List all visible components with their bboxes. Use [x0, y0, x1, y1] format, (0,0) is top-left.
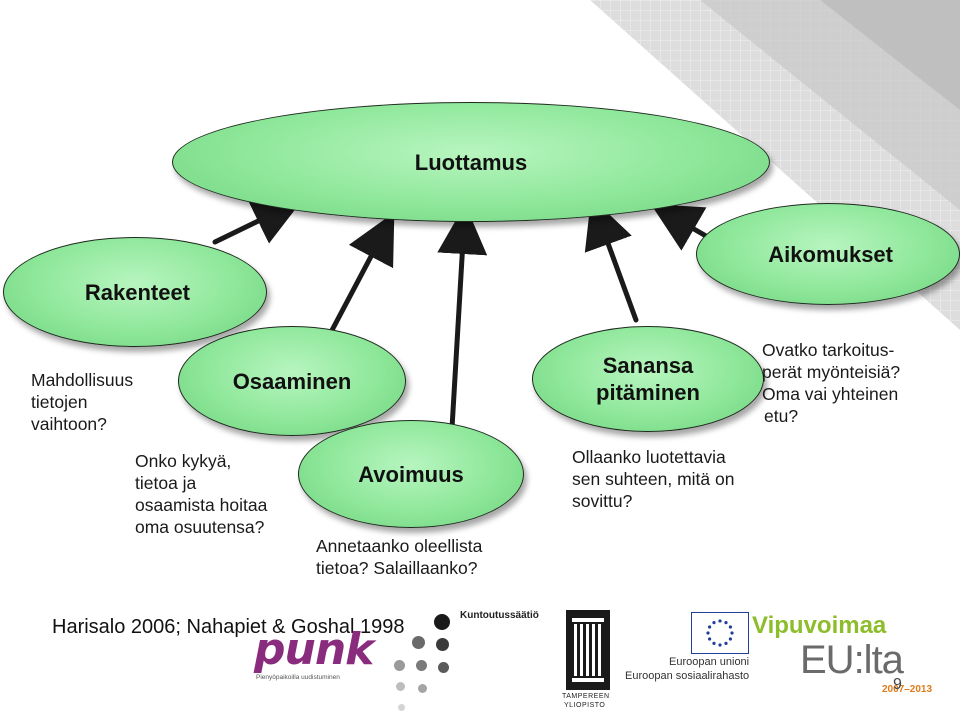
- node-aikomukset: Aikomukset: [696, 203, 960, 305]
- node-luottamus: Luottamus: [172, 102, 770, 222]
- tampere-university-logo: TAMPEREEN YLIOPISTO: [562, 610, 614, 710]
- node-sananse-label-line2: pitäminen: [596, 380, 700, 405]
- caption-line: oma osuutensa?: [135, 517, 265, 537]
- caption-line: Ollaanko luotettavia: [572, 447, 726, 467]
- caption-line: etu?: [764, 406, 799, 426]
- node-avoimuus: Avoimuus: [298, 420, 524, 528]
- eu-line2: Euroopan sosiaalirahasto: [625, 670, 750, 682]
- caption-line: sovittu?: [572, 491, 633, 511]
- arrow-avoimuus: [437, 204, 488, 431]
- logo-dot: [418, 684, 427, 693]
- caption-aikomukset: Ovatko tarkoitus- perät myönteisiä? Oma …: [762, 339, 900, 427]
- eulta-word: EU:lta: [800, 638, 904, 682]
- caption-line: tietoa? Salaillaanko?: [316, 558, 478, 578]
- caption-sananse: Ollaanko luotettavia sen suhteen, mitä o…: [572, 446, 734, 512]
- caption-line: perät myönteisiä?: [762, 362, 901, 382]
- vipuvoimaa-logo: Vipuvoimaa EU:lta 2007–2013: [752, 612, 942, 702]
- logo-dot: [436, 638, 449, 651]
- logo-dot: [434, 614, 450, 630]
- kuntoutussaatio-wordmark: Kuntoutussäätiö: [460, 610, 539, 621]
- arrow-osaaminen: [327, 212, 395, 337]
- tampere-line2: YLIOPISTO: [564, 702, 606, 709]
- arrow-sananse: [584, 197, 639, 323]
- logo-dot: [438, 662, 449, 673]
- caption-line: Ovatko tarkoitus-: [762, 340, 895, 360]
- caption-osaaminen: Onko kykyä, tietoa ja osaamista hoitaa o…: [135, 450, 267, 538]
- caption-line: Mahdollisuus: [31, 370, 134, 390]
- caption-line: vaihtoon?: [31, 414, 107, 434]
- logo-dot: [416, 660, 427, 671]
- caption-line: Oma vai yhteinen: [762, 384, 899, 404]
- caption-line: Annetaanko oleellista: [316, 536, 483, 556]
- logo-dot: [398, 704, 405, 711]
- eu-logo: Euroopan unioni Euroopan sosiaalirahasto: [625, 612, 749, 682]
- node-sananse-pitaminen: Sanansa pitäminen: [532, 326, 764, 432]
- years-label: 2007–2013: [882, 684, 933, 695]
- node-sananse-label-line1: Sanansa: [602, 353, 694, 378]
- logo-dot: [394, 660, 405, 671]
- caption-line: tietoa ja: [135, 473, 197, 493]
- punk-logo: punk Pienyöpaikoilla uudistuminen: [254, 624, 374, 686]
- node-aikomukset-label: Aikomukset: [768, 241, 893, 267]
- caption-line: tietojen: [31, 392, 88, 412]
- caption-line: osaamista hoitaa: [135, 495, 268, 515]
- node-avoimuus-label: Avoimuus: [358, 461, 464, 487]
- caption-line: Onko kykyä,: [135, 451, 232, 471]
- caption-rakenteet: Mahdollisuus tietojen vaihtoon?: [31, 369, 133, 435]
- citation: Harisalo 2006; Nahapiet & Goshal 1998: [52, 616, 405, 638]
- node-luottamus-label: Luottamus: [414, 149, 528, 175]
- punk-logo-tagline: Pienyöpaikoilla uudistuminen: [256, 674, 340, 681]
- eu-line1: Euroopan unioni: [669, 656, 750, 668]
- node-osaaminen-label: Osaaminen: [232, 368, 352, 394]
- caption-avoimuus: Annetaanko oleellista tietoa? Salaillaan…: [316, 535, 482, 579]
- column-icon: [572, 618, 604, 682]
- eu-stars-icon: [706, 619, 734, 647]
- kuntoutussaatio-logo: Kuntoutussäätiö: [390, 606, 550, 716]
- arrow-aikomukset: [650, 203, 709, 251]
- tampere-emblem: [566, 610, 610, 690]
- node-rakenteet-label: Rakenteet: [84, 279, 190, 305]
- node-rakenteet: Rakenteet: [3, 237, 267, 347]
- caption-line: sen suhteen, mitä on: [572, 469, 735, 489]
- eu-flag: [691, 612, 749, 654]
- logo-dot: [412, 636, 425, 649]
- logo-dot: [396, 682, 405, 691]
- punk-logo-word: punk: [254, 624, 374, 675]
- arrow-rakenteet: [212, 198, 303, 245]
- node-osaaminen: Osaaminen: [178, 326, 406, 436]
- page-number: 9: [893, 676, 902, 693]
- tampere-line1: TAMPEREEN: [562, 693, 610, 700]
- vipuvoimaa-word: Vipuvoimaa: [752, 612, 887, 639]
